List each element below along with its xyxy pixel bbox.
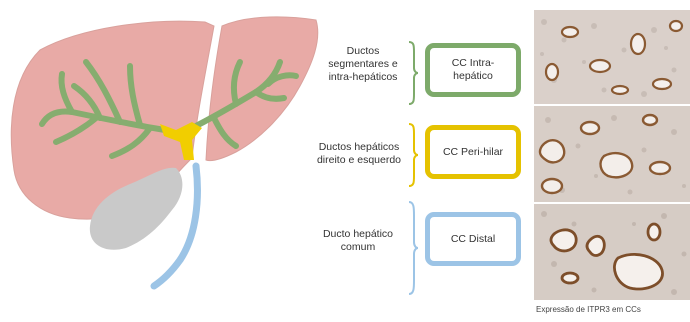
histology-caption: Expressão de ITPR3 em CCs xyxy=(536,305,641,314)
label-common-hepatic-duct: Ducto hepático comum xyxy=(310,228,406,254)
brace-intrahepatic xyxy=(406,40,420,106)
brace-perihilar xyxy=(406,122,420,188)
brace-distal xyxy=(406,200,420,296)
histology-panel-intrahepatic xyxy=(534,10,690,104)
box-cc-distal: CC Distal xyxy=(425,212,521,266)
box-cc-perihilar: CC Peri-hilar xyxy=(425,125,521,179)
label-intrahepatic-ducts: Ductos segmentares e intra-hepáticos xyxy=(316,45,410,84)
box-cc-intrahepatic: CC Intra-hepático xyxy=(425,43,521,97)
label-hepatic-ducts: Ductos hepáticos direito e esquerdo xyxy=(304,141,414,167)
histology-panel-distal xyxy=(534,204,690,300)
histology-panel-perihilar xyxy=(534,106,690,202)
liver-illustration xyxy=(0,0,340,322)
